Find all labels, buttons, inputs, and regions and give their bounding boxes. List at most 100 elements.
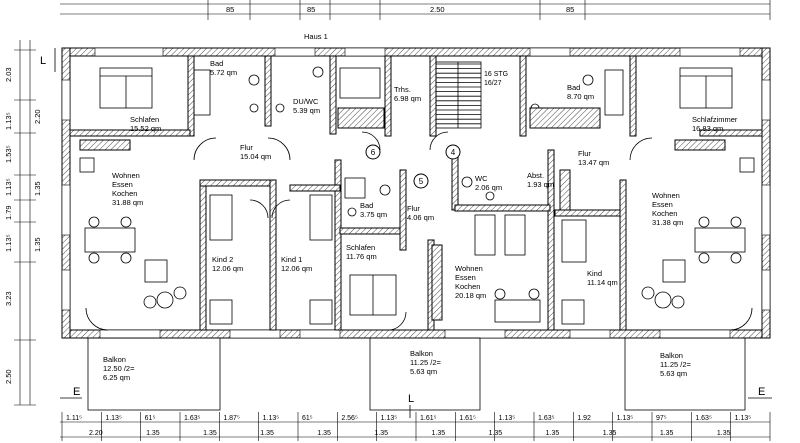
section-mark-l-top: L	[40, 55, 46, 67]
dim-bottom-b-4: 1.35	[317, 430, 331, 437]
room-label-line: 5.72 qm	[210, 68, 237, 77]
room-label-line: Balkon	[410, 349, 433, 358]
dim-left-1: 2.03	[4, 67, 13, 82]
dim-bottom-a-12: 1.63⁵	[538, 415, 555, 422]
room-label-line: Essen	[455, 273, 476, 282]
dim-bottom-a-1: 1.13⁵	[105, 415, 122, 422]
room-label-line: 12.06 qm	[212, 264, 243, 273]
section-mark-e-right: E	[758, 386, 765, 398]
dim-bottom-a-10: 1.61⁵	[459, 415, 476, 422]
room-label-line: Flur	[407, 204, 420, 213]
dim-left-7: 1.79	[4, 205, 13, 220]
dim-bottom-b-7: 1.35	[489, 430, 503, 437]
room-label-line: 1.93 qm	[527, 180, 554, 189]
dim-bottom-a-13: 1.92	[577, 415, 591, 422]
balconies	[87, 337, 746, 411]
dim-left-6: 1.35	[33, 181, 42, 196]
room-label-line: 3.75 qm	[360, 210, 387, 219]
room-label-line: 11.76 qm	[346, 252, 377, 261]
room-label-line: 5.63 qm	[410, 367, 437, 376]
room-label-line: 6.25 qm	[103, 373, 130, 382]
room-label-line: 31.38 qm	[652, 218, 683, 227]
room-label-line: Wohnen	[455, 264, 483, 273]
room-label-line: Kochen	[652, 209, 677, 218]
room-label-line: Kind 1	[281, 255, 302, 264]
room-label-line: Flur	[240, 143, 253, 152]
room-label-line: Schlafzimmer	[692, 115, 738, 124]
room-label-line: Bad	[567, 83, 580, 92]
dim-bottom-b-1: 1.35	[146, 430, 160, 437]
plan-title: Haus 1	[304, 32, 328, 41]
room-label-line: 5.63 qm	[660, 369, 687, 378]
dim-bottom-a-5: 1.13⁵	[263, 415, 280, 422]
furniture	[79, 66, 755, 325]
dim-bottom-b-0: 2.20	[89, 430, 103, 437]
dim-bottom-a-7: 2.56⁵	[341, 415, 358, 422]
dim-left-4: 1.53⁵	[4, 145, 13, 163]
dim-left-3: 1.13⁵	[4, 112, 13, 130]
room-label-line: Wohnen	[112, 171, 140, 180]
room-label-line: 13.47 qm	[578, 158, 609, 167]
room-label-line: Balkon	[103, 355, 126, 364]
dim-bottom-a-15: 97⁵	[656, 415, 667, 422]
room-label-line: Kochen	[112, 189, 137, 198]
dim-top-2: 85	[307, 5, 315, 14]
room-label-line: 4.06 qm	[407, 213, 434, 222]
dim-bottom-a-4: 1.87⁵	[223, 415, 240, 422]
room-label-line: Essen	[652, 200, 673, 209]
room-label-line: 15.04 qm	[240, 152, 271, 161]
room-label-line: Trhs.	[394, 85, 411, 94]
dim-bottom-a-17: 1.13⁵	[735, 415, 752, 422]
dim-bottom-a-6: 61⁵	[302, 415, 313, 422]
dim-bottom-b-6: 1.35	[432, 430, 446, 437]
dimension-top: 85 85 2.50 85	[60, 0, 771, 20]
room-label-line: Wohnen	[652, 191, 680, 200]
room-label-line: Bad	[360, 201, 373, 210]
room-label-line: 12.50 /2=	[103, 364, 135, 373]
dim-bottom-a-11: 1.13⁵	[499, 415, 516, 422]
room-label-line: Bad	[210, 59, 223, 68]
room-label-line: WC	[475, 174, 488, 183]
room-label-line: 15.52 qm	[130, 124, 161, 133]
dim-left-11: 2.50	[4, 369, 13, 384]
dim-bottom-b-9: 1.35	[603, 430, 617, 437]
dim-left-2: 2.20	[33, 109, 42, 124]
marker-5: 5	[419, 177, 424, 186]
room-label-abst: Abst.1.93 qm	[527, 171, 554, 189]
dimension-left: 2.03 2.20 1.13⁵ 1.53⁵ 1.13⁵ 1.35 1.79 1.…	[4, 40, 42, 406]
room-label-trhs: Trhs.6.98 qm	[394, 85, 421, 103]
room-label-line: 11.25 /2=	[660, 360, 692, 369]
dim-bottom-a-3: 1.63⁵	[184, 415, 201, 422]
room-label-line: Kind 2	[212, 255, 233, 264]
dim-bottom-a-8: 1.13⁵	[381, 415, 398, 422]
room-label-line: Schlafen	[130, 115, 159, 124]
dim-bottom-a-2: 61⁵	[145, 415, 156, 422]
dim-bottom-b-10: 1.35	[660, 430, 674, 437]
dim-bottom-b-11: 1.35	[717, 430, 731, 437]
room-label-line: Schlafen	[346, 243, 375, 252]
dim-bottom-b-3: 1.35	[260, 430, 274, 437]
room-label-line: Abst.	[527, 171, 544, 180]
dim-left-8: 1.13⁵	[4, 234, 13, 252]
room-label-line: 6.98 qm	[394, 94, 421, 103]
dim-left-9: 1.35	[33, 237, 42, 252]
room-label-line: 12.06 qm	[281, 264, 312, 273]
dim-left-5: 1.13⁵	[4, 178, 13, 196]
interior-walls	[69, 55, 763, 331]
dim-bottom-b-5: 1.35	[374, 430, 388, 437]
marker-6: 6	[371, 148, 376, 157]
room-label-line: 11.25 /2=	[410, 358, 442, 367]
section-mark-e-left: E	[73, 386, 80, 398]
dim-bottom-b-8: 1.35	[546, 430, 560, 437]
room-label-line: 16.83 qm	[692, 124, 723, 133]
